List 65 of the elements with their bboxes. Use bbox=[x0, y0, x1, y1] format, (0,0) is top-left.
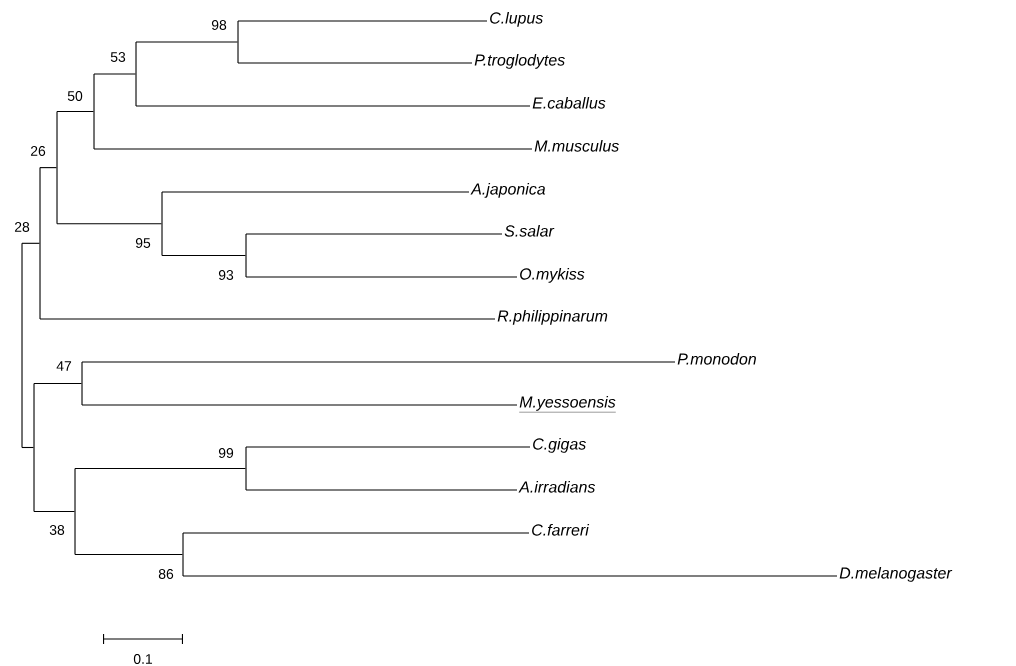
branch-line bbox=[245, 233, 503, 235]
bootstrap-value: 47 bbox=[56, 361, 72, 371]
branch-line bbox=[93, 73, 136, 75]
branch-line bbox=[182, 575, 838, 577]
species-label: M.yessoensis bbox=[519, 395, 616, 413]
bootstrap-value: 50 bbox=[67, 91, 83, 101]
bootstrap-value: 53 bbox=[110, 52, 126, 62]
branch-line bbox=[237, 20, 239, 64]
branch-line bbox=[182, 532, 530, 534]
branch-line bbox=[39, 167, 41, 320]
scale-label: 0.1 bbox=[133, 654, 152, 664]
bootstrap-value: 95 bbox=[135, 238, 151, 248]
branch-line bbox=[33, 382, 35, 513]
bootstrap-value: 93 bbox=[218, 270, 234, 280]
bootstrap-value: 38 bbox=[49, 525, 65, 535]
branch-line bbox=[245, 233, 247, 278]
bootstrap-value: 99 bbox=[218, 448, 234, 458]
species-label: P.troglodytes bbox=[474, 53, 565, 69]
branch-line bbox=[245, 446, 531, 448]
branch-line bbox=[56, 110, 94, 113]
branch-line bbox=[161, 191, 470, 193]
branch-line bbox=[182, 532, 184, 577]
branch-line bbox=[39, 318, 496, 320]
branch-line bbox=[135, 41, 238, 43]
branch-line bbox=[74, 467, 246, 470]
branch-line bbox=[245, 446, 247, 491]
branch-line bbox=[237, 20, 488, 22]
species-label: O.mykiss bbox=[520, 267, 585, 283]
species-label: R.philippinarum bbox=[497, 309, 608, 325]
species-label: C.lupus bbox=[490, 11, 543, 27]
bootstrap-value: 28 bbox=[14, 222, 30, 232]
branch-line bbox=[21, 446, 34, 449]
species-label: E.caballus bbox=[532, 96, 606, 109]
species-label: A.japonica bbox=[470, 182, 546, 198]
branch-line bbox=[33, 382, 82, 385]
branch-line bbox=[21, 242, 40, 244]
bootstrap-value: 86 bbox=[158, 569, 174, 579]
species-label: M.musculus bbox=[534, 139, 619, 152]
branch-line bbox=[33, 510, 75, 513]
branch-line bbox=[81, 361, 676, 363]
branch-line bbox=[161, 191, 163, 257]
species-label: P.monodon bbox=[677, 352, 756, 365]
branch-line bbox=[161, 254, 246, 257]
branch-line bbox=[245, 276, 518, 278]
species-label: A.irradians bbox=[518, 480, 596, 493]
branch-line bbox=[21, 242, 23, 449]
branch-line bbox=[93, 73, 95, 150]
bootstrap-value: 26 bbox=[30, 146, 46, 156]
species-label: C.farreri bbox=[532, 523, 590, 536]
branch-line bbox=[245, 489, 518, 491]
branch-line bbox=[74, 467, 76, 556]
branch-line bbox=[39, 167, 57, 169]
branch-line bbox=[237, 62, 473, 64]
branch-line bbox=[81, 361, 83, 406]
bootstrap-value: 98 bbox=[211, 20, 227, 30]
branch-line bbox=[135, 41, 137, 107]
branch-line bbox=[81, 404, 518, 406]
branch-line bbox=[135, 105, 531, 107]
species-label: D.melanogaster bbox=[839, 566, 953, 582]
branch-line bbox=[74, 553, 183, 556]
branch-line bbox=[93, 148, 533, 150]
branch-line bbox=[56, 110, 58, 225]
species-label: S.salar bbox=[504, 224, 555, 237]
species-label: C.gigas bbox=[533, 437, 586, 453]
branch-line bbox=[56, 223, 162, 225]
